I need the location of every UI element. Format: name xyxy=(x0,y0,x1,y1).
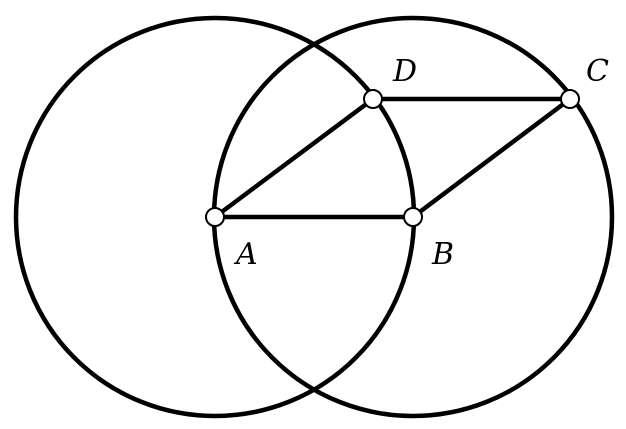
point-c xyxy=(560,89,580,109)
segment-bc xyxy=(411,97,572,219)
point-d xyxy=(363,89,383,109)
point-a xyxy=(205,207,225,227)
label-c: C xyxy=(586,54,609,89)
point-b xyxy=(403,207,423,227)
label-a: A xyxy=(233,237,258,272)
segment-ad xyxy=(213,97,375,219)
label-b: B xyxy=(431,237,454,272)
label-d: D xyxy=(392,54,417,89)
